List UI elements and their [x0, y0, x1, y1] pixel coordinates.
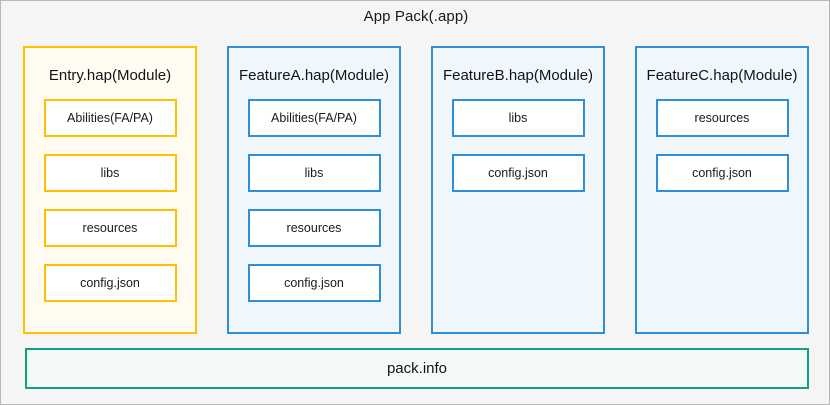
- module-item-label: config.json: [80, 276, 140, 290]
- module-item-libs[interactable]: libs: [247, 154, 381, 192]
- module-item-list: Abilities(FA/PA) libs resources config.j…: [229, 99, 399, 302]
- module-item-label: config.json: [284, 276, 344, 290]
- module-item-label: Abilities(FA/PA): [67, 111, 153, 125]
- module-featureb-hap[interactable]: FeatureB.hap(Module) libs config.json: [431, 46, 605, 334]
- pack-info-label: pack.info: [386, 360, 448, 377]
- module-item-label: config.json: [692, 166, 752, 180]
- module-item-label: resources: [694, 111, 750, 125]
- module-item-resources[interactable]: resources: [43, 209, 177, 247]
- pack-info-box[interactable]: pack.info: [25, 348, 809, 389]
- module-item-resources[interactable]: resources: [247, 209, 381, 247]
- module-item-list: Abilities(FA/PA) libs resources config.j…: [25, 99, 195, 302]
- diagram-title: App Pack(.app): [363, 8, 469, 25]
- module-item-label: resources: [82, 221, 138, 235]
- module-item-config-json[interactable]: config.json: [247, 264, 381, 302]
- module-item-list: libs config.json: [433, 99, 603, 192]
- module-item-label: libs: [304, 166, 324, 180]
- module-item-label: config.json: [488, 166, 548, 180]
- module-item-config-json[interactable]: config.json: [655, 154, 789, 192]
- module-title: FeatureC.hap(Module): [646, 67, 798, 84]
- module-title: Entry.hap(Module): [48, 67, 172, 84]
- module-item-config-json[interactable]: config.json: [43, 264, 177, 302]
- module-title: FeatureB.hap(Module): [442, 67, 594, 84]
- module-item-label: resources: [286, 221, 342, 235]
- module-item-libs[interactable]: libs: [451, 99, 585, 137]
- module-item-label: libs: [508, 111, 528, 125]
- module-item-resources[interactable]: resources: [655, 99, 789, 137]
- modules-row: Entry.hap(Module) Abilities(FA/PA) libs …: [23, 46, 809, 334]
- module-item-label: libs: [100, 166, 120, 180]
- module-item-label: Abilities(FA/PA): [271, 111, 357, 125]
- module-item-libs[interactable]: libs: [43, 154, 177, 192]
- module-featurec-hap[interactable]: FeatureC.hap(Module) resources config.js…: [635, 46, 809, 334]
- module-item-abilities[interactable]: Abilities(FA/PA): [247, 99, 381, 137]
- module-featurea-hap[interactable]: FeatureA.hap(Module) Abilities(FA/PA) li…: [227, 46, 401, 334]
- module-item-abilities[interactable]: Abilities(FA/PA): [43, 99, 177, 137]
- module-title: FeatureA.hap(Module): [238, 67, 390, 84]
- module-entry-hap[interactable]: Entry.hap(Module) Abilities(FA/PA) libs …: [23, 46, 197, 334]
- module-item-config-json[interactable]: config.json: [451, 154, 585, 192]
- module-item-list: resources config.json: [637, 99, 807, 192]
